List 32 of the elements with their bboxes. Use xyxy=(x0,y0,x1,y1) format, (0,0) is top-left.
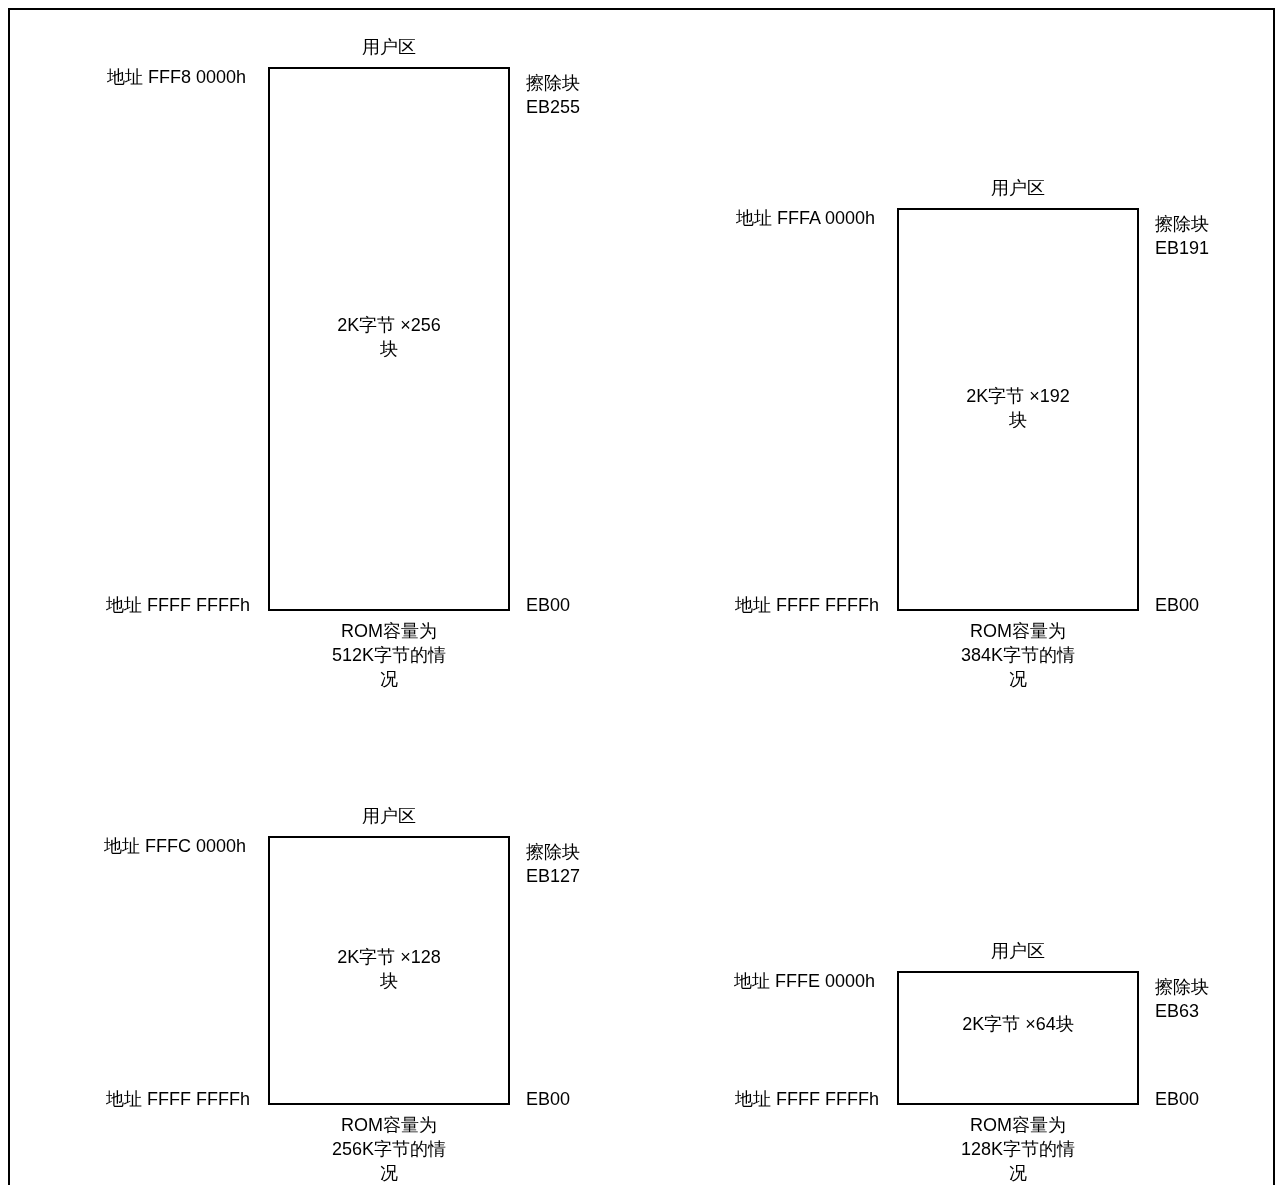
erase-block-label: 擦除块 EB255 xyxy=(526,72,582,119)
end-address: 地址 FFFF FFFFh xyxy=(735,594,879,617)
end-address: 地址 FFFF FFFFh xyxy=(735,1088,879,1111)
erase-block-label: EB00 xyxy=(1155,594,1200,617)
erase-block-label: EB00 xyxy=(1155,1088,1200,1111)
erase-block-label: 擦除块 EB63 xyxy=(1155,976,1210,1023)
start-address: 地址 FFFA 0000h xyxy=(735,207,875,230)
capacity-caption: ROM容量为 256K字节的情况 xyxy=(330,1114,447,1185)
capacity-caption: ROM容量为 128K字节的情况 xyxy=(959,1114,1076,1185)
erase-block-label: EB00 xyxy=(526,594,571,617)
erase-block-label: EB00 xyxy=(526,1088,571,1111)
start-address: 地址 FFF8 0000h xyxy=(106,66,246,89)
memory-area-box xyxy=(897,208,1139,611)
area-heading: 用户区 xyxy=(361,805,417,828)
memory-area-box xyxy=(268,836,510,1105)
erase-block-label: 擦除块 EB191 xyxy=(1155,213,1211,260)
block-size-label: 2K字节 ×256块 xyxy=(336,314,442,361)
block-size-label: 2K字节 ×64块 xyxy=(961,1013,1075,1036)
area-heading: 用户区 xyxy=(990,940,1046,963)
start-address: 地址 FFFC 0000h xyxy=(103,835,246,858)
capacity-caption: ROM容量为 512K字节的情况 xyxy=(330,620,447,691)
area-heading: 用户区 xyxy=(990,177,1046,200)
memory-area-box xyxy=(268,67,510,611)
block-size-label: 2K字节 ×192块 xyxy=(965,384,1071,432)
end-address: 地址 FFFF FFFFh xyxy=(106,1088,250,1111)
end-address: 地址 FFFF FFFFh xyxy=(106,594,250,617)
area-heading: 用户区 xyxy=(361,36,417,59)
start-address: 地址 FFFE 0000h xyxy=(733,970,875,993)
erase-block-label: 擦除块 EB127 xyxy=(526,841,582,888)
memory-area-box xyxy=(897,971,1139,1105)
block-size-label: 2K字节 ×128块 xyxy=(336,945,442,993)
capacity-caption: ROM容量为 384K字节的情况 xyxy=(959,620,1076,691)
